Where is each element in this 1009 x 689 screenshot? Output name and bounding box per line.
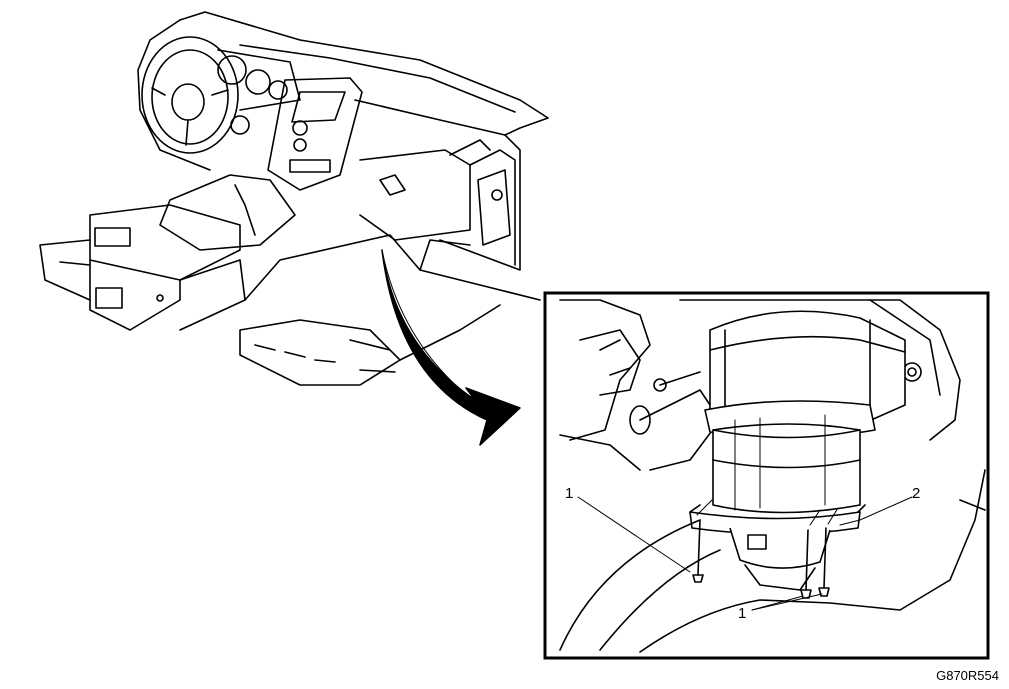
callout-1-upper: 1 [565, 485, 573, 502]
zoom-arrow [381, 249, 521, 446]
center-stack [230, 77, 363, 191]
detail-inset: 1 2 1 [543, 291, 990, 660]
callout-2: 2 [912, 485, 920, 502]
figure-id: G870R554 [936, 668, 999, 683]
instrument-cluster [217, 49, 301, 111]
screws [692, 499, 839, 599]
floor-structure [39, 234, 541, 386]
glovebox-area [354, 99, 521, 271]
callout-leaders [577, 496, 913, 611]
instrument-panel-overview [39, 11, 549, 386]
callout-1-lower: 1 [738, 605, 746, 622]
hvac-housing [559, 299, 961, 471]
foreground-trim [559, 469, 986, 653]
center-console [89, 174, 296, 331]
steering-wheel [141, 36, 239, 154]
